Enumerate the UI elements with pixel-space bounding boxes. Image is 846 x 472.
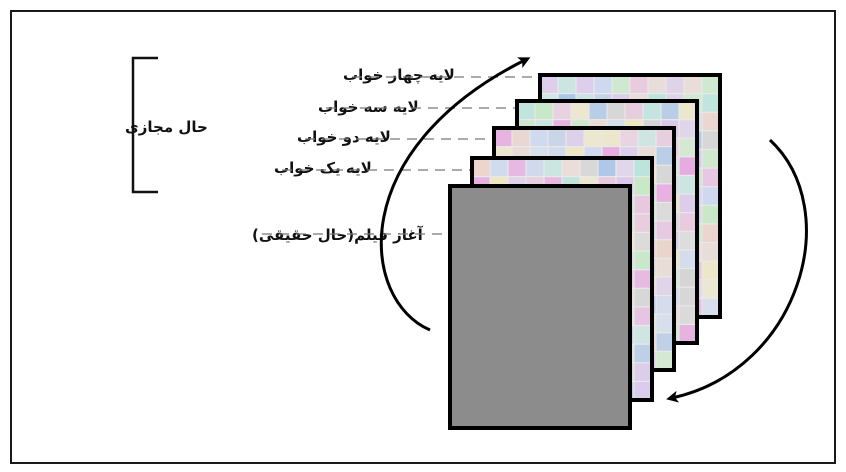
sheet-tile (680, 213, 697, 230)
sheet-tile (657, 296, 674, 313)
sheet-tile (703, 206, 720, 223)
sheet-tile (631, 76, 648, 93)
sheet-tile (603, 129, 620, 146)
sheet-tile (703, 131, 720, 148)
sheet-tile (703, 262, 720, 279)
sheet-tile (518, 102, 535, 119)
sheet-tile (680, 288, 697, 305)
sheet-tile (635, 177, 652, 194)
sheet-tile (703, 94, 720, 111)
sheet-tile (635, 270, 652, 287)
sheet-tile (667, 76, 684, 93)
sheet-tile (509, 159, 526, 176)
group-label: حال مجازی (125, 118, 208, 136)
sheet-tile (680, 232, 697, 249)
sheet-tile (680, 269, 697, 286)
sheet-tile (635, 289, 652, 306)
sheet-tile (639, 129, 656, 146)
layer-label-three: لایه سه خواب (318, 98, 419, 116)
sheet-tile (473, 159, 490, 176)
sheet-tile (635, 382, 652, 399)
sheet-tile (662, 102, 679, 119)
sheet-tile (545, 159, 562, 176)
sheet-tile (703, 150, 720, 167)
sheet-tile (513, 129, 530, 146)
layer-label-one: لایه یک خواب (274, 159, 372, 177)
sheet-tile (635, 363, 652, 380)
sheet-tile (608, 102, 625, 119)
sheet-tile (590, 102, 607, 119)
sheet-tile (567, 129, 584, 146)
sheet-tile (549, 129, 566, 146)
sheet-tile (536, 102, 553, 119)
sheet-tile (657, 278, 674, 295)
sheet-tile (657, 315, 674, 332)
sheet-tile (635, 214, 652, 231)
sheet-tile (680, 325, 697, 342)
sheet-tile (680, 176, 697, 193)
sheet-tile (657, 166, 674, 183)
sheet-tile (680, 195, 697, 212)
sheet-tile (657, 147, 674, 164)
sheet-tile (657, 203, 674, 220)
sheet-tile (703, 243, 720, 260)
sheet-tile (680, 157, 697, 174)
sheet-tile (613, 76, 630, 93)
sheet-tile (680, 251, 697, 268)
sheet-tile (531, 129, 548, 146)
layer-label-four: لایه چهار خواب (343, 66, 455, 85)
sheet-tile (635, 196, 652, 213)
sheet-tile (680, 102, 697, 119)
sheet-tile (657, 240, 674, 257)
sheet-tile (635, 233, 652, 250)
sheet-tile (703, 187, 720, 204)
sheet-tile (554, 102, 571, 119)
sheet-tile (635, 308, 652, 325)
sheet-tile (581, 159, 598, 176)
sheet-tile (680, 120, 697, 137)
sheet-tile (559, 76, 576, 93)
sheet-tile (635, 345, 652, 362)
sheet-tile (703, 225, 720, 242)
sheet-tile (644, 102, 661, 119)
sheet-tile (595, 76, 612, 93)
sheet-tile (703, 76, 720, 93)
sheet-tile (657, 352, 674, 369)
sheet-tile (657, 129, 674, 146)
sheet-tile (585, 129, 602, 146)
sheet-base-reality-fill (450, 186, 630, 428)
sheet-tile (626, 102, 643, 119)
sheet-tile (635, 159, 652, 176)
sheet-tile (657, 259, 674, 276)
sheet-tile (577, 76, 594, 93)
sheet-base-reality (450, 186, 630, 428)
sheet-tile (703, 280, 720, 297)
sheet-tile (495, 129, 512, 146)
sheet-tile (572, 102, 589, 119)
sheet-tile (621, 129, 638, 146)
sheet-tile (703, 299, 720, 316)
sheet-tile (657, 222, 674, 239)
sheet-tile (541, 76, 558, 93)
sheet-tile (563, 159, 580, 176)
sheet-tile (680, 306, 697, 323)
base-label: آغاز فیلم(حال حقیقی) (252, 226, 424, 244)
sheet-tile (599, 159, 616, 176)
sheet-tile (491, 159, 508, 176)
sheet-tile (657, 184, 674, 201)
sheet-tile (635, 326, 652, 343)
sheet-tile (527, 159, 544, 176)
sheet-tile (680, 139, 697, 156)
sheet-tile (617, 159, 634, 176)
sheet-tile (703, 169, 720, 186)
layer-label-two: لایه دو خواب (297, 128, 391, 146)
sheet-tile (685, 76, 702, 93)
sheet-tile (657, 333, 674, 350)
sheet-tile (703, 113, 720, 130)
sheet-tile (649, 76, 666, 93)
sheet-tile (635, 252, 652, 269)
